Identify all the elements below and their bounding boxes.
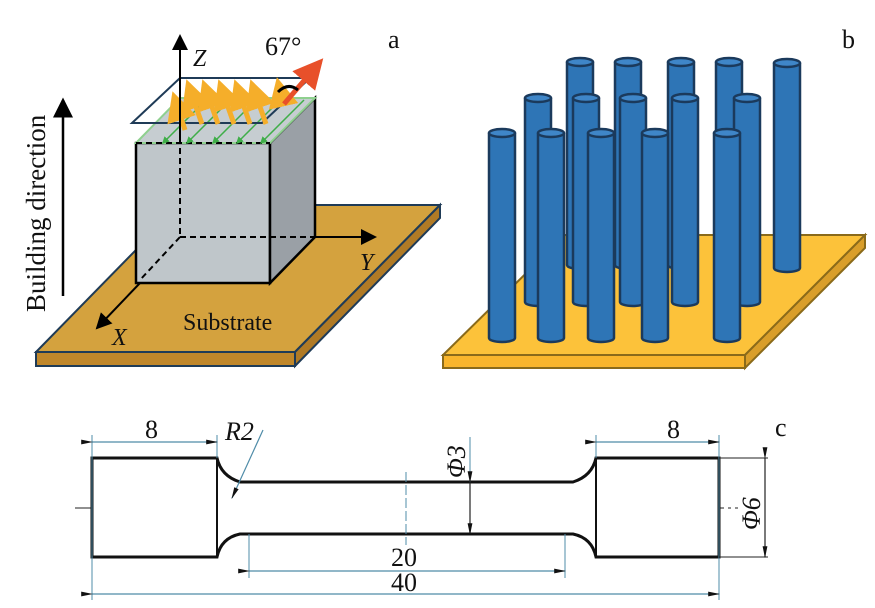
x-axis [95,282,141,330]
angle-label: 67° [265,32,301,61]
rod-top [772,57,802,69]
rod-top [523,92,553,104]
rod [640,127,670,344]
panel-b-label: b [842,25,855,54]
cube [133,94,318,287]
rod-array [487,56,802,344]
orange-scan-arrows [167,77,299,131]
rod-top [640,127,670,139]
rod [586,127,616,344]
z-axis-label: Z [193,46,207,72]
substrate-label: Substrate [183,310,272,336]
rod-top [565,56,595,68]
dim-radius: R2 [224,417,254,446]
building-direction-label: Building direction [21,114,51,312]
rod-top [666,56,696,68]
rod-top [732,92,762,104]
rotation-arrow [282,58,324,106]
x-axis-label: X [111,325,128,351]
rod-top [712,127,742,139]
rod [772,57,802,274]
dim-total-length: 40 [391,568,417,597]
rod-top [613,56,643,68]
rod [670,92,700,308]
panel-c: c 8 8 [75,413,787,600]
panel-a-label: a [388,25,400,54]
dim-gauge-diameter: Φ3 [442,445,471,478]
dim-gauge-length: 20 [391,543,417,572]
rod [487,127,517,344]
panel-c-label: c [775,413,787,442]
rod-top [586,127,616,139]
rod-top [487,127,517,139]
dimension-lines [81,429,768,597]
rod-top [536,127,566,139]
panel-a: Building direction [21,25,443,369]
rod [536,127,566,344]
rod-top [714,56,744,68]
rod-top [571,92,601,104]
dim-grip-right: 8 [667,415,680,444]
rod [712,127,742,344]
panel-b: b [440,25,868,371]
dim-grip-left: 8 [145,415,158,444]
extension-lines [91,435,768,600]
rod-top [670,92,700,104]
angle-arc [276,85,299,94]
y-axis-label: Y [360,250,376,276]
dim-grip-diameter: Φ6 [737,497,766,530]
rod-top [618,92,648,104]
